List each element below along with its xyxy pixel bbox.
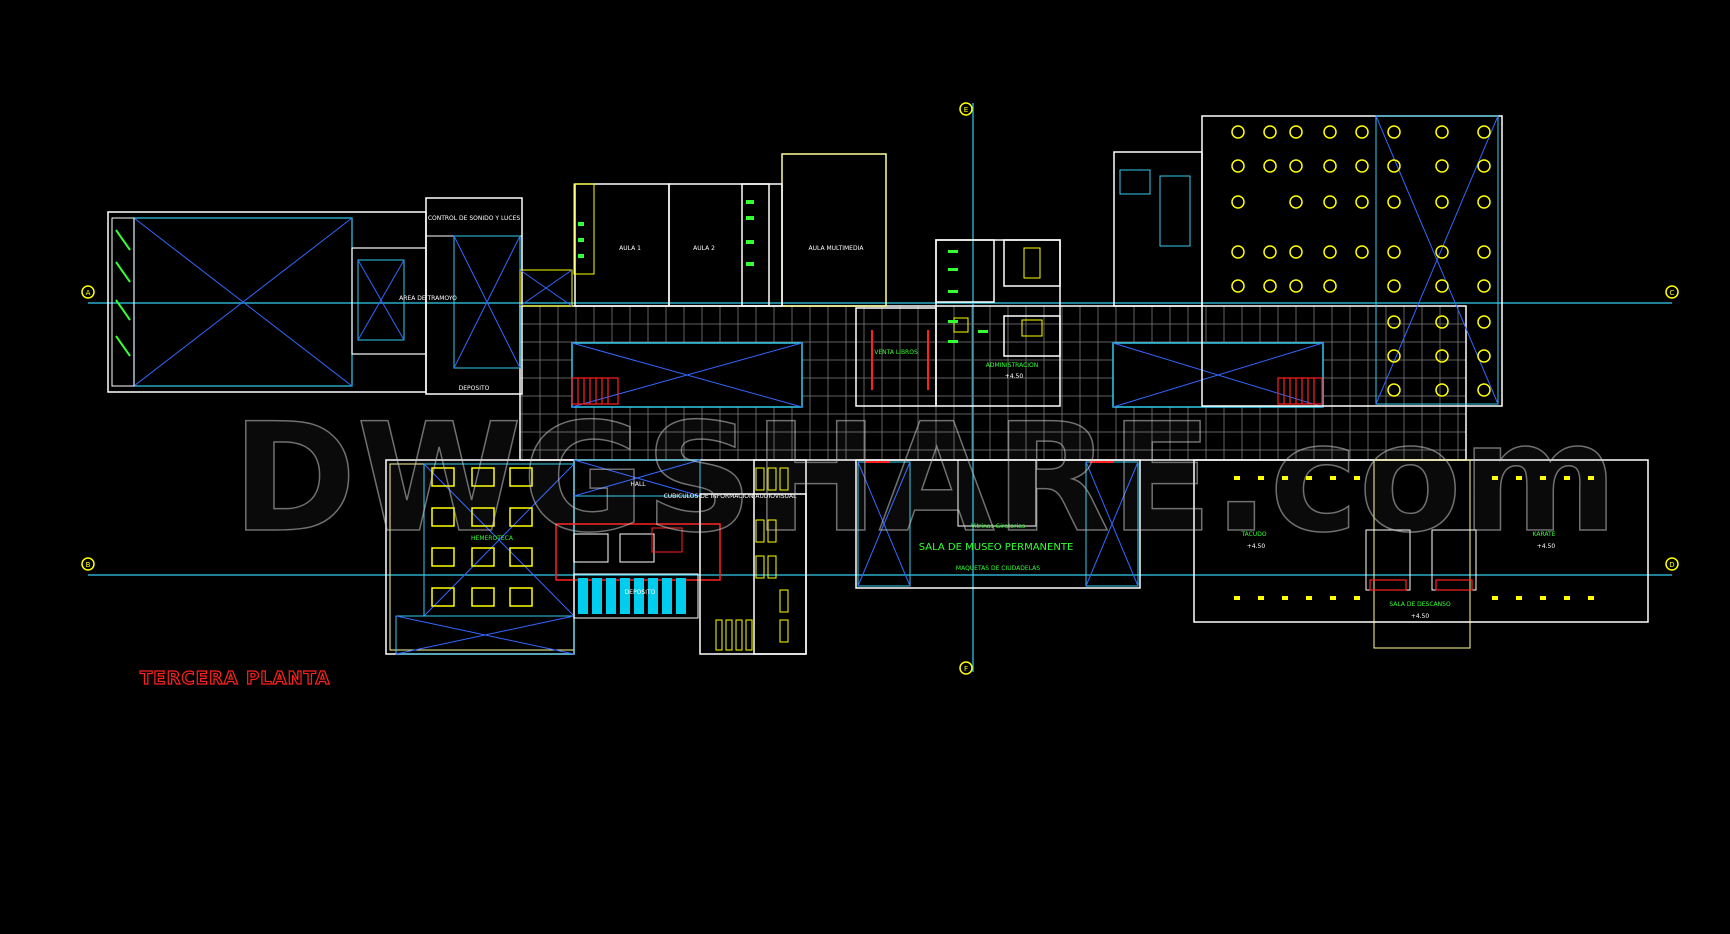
gym-equipment-icons	[1231, 125, 1491, 397]
svg-text:F: F	[964, 665, 968, 673]
axis-marker-top-icon: E	[959, 102, 973, 116]
svg-text:A: A	[86, 289, 91, 297]
room-label-karate: KARATE	[1533, 531, 1556, 538]
museum-block	[855, 459, 1141, 589]
level-descanso: +4.50	[1411, 613, 1430, 620]
svg-text:B: B	[86, 561, 91, 569]
level-tacudo: +4.50	[1247, 543, 1266, 550]
admin-furniture	[953, 247, 1043, 337]
admin-green-marks	[948, 250, 988, 343]
room-label-vitrinas: Vitrinas Giratorias	[971, 523, 1025, 530]
room-label-sala-museo: SALA DE MUSEO PERMANENTE	[919, 542, 1074, 553]
room-label-administracion: ADMINISTRACION	[986, 362, 1039, 369]
cubiculos-block	[699, 459, 807, 655]
classroom-details	[578, 200, 754, 266]
admin-block	[855, 239, 1061, 407]
admin-partitions	[871, 330, 929, 390]
room-label-control: CONTROL DE SONIDO Y LUCES	[428, 215, 521, 222]
level-karate: +4.50	[1537, 543, 1556, 550]
svg-text:C: C	[1670, 289, 1675, 297]
level-admin: +4.50	[1005, 373, 1024, 380]
axis-marker-left-bottom-icon: B	[81, 557, 95, 571]
svg-text:E: E	[964, 106, 968, 114]
room-label-tacudo: TACUDO	[1240, 531, 1266, 538]
axis-marker-right-top-icon: C	[1665, 285, 1679, 299]
room-label-aula2: AULA 2	[693, 245, 715, 252]
drawing-title: TERCERA PLANTA	[140, 668, 330, 689]
axis-marker-bottom-icon: F	[959, 661, 973, 675]
reading-tables	[431, 467, 533, 607]
room-label-area-tramoyo: AREA DE TRAMOYO	[399, 295, 457, 302]
hall-block	[555, 459, 721, 619]
classrooms-block	[573, 153, 887, 307]
hemeroteca-block	[385, 459, 575, 655]
svg-text:D: D	[1669, 561, 1674, 569]
rest-room-stairs	[1369, 579, 1473, 591]
watermark: DWGSHARE.com	[232, 392, 1618, 566]
gym-block	[1113, 115, 1503, 407]
axis-markers: A B C D E F	[81, 102, 1679, 675]
room-label-cubiculos: CUBICULOS DE INFORMACION AUDIOVISUAL	[664, 493, 797, 500]
cubicle-desks	[715, 467, 789, 651]
room-label-venta-libros: VENTA LIBROS	[874, 349, 918, 356]
room-label-maquetas: MAQUETAS DE CIUDADELAS	[956, 565, 1040, 572]
mat-markers	[1234, 476, 1594, 600]
room-label-deposito-center: DEPOSITO	[625, 589, 656, 596]
storage-shelves	[578, 578, 686, 614]
room-label-sala-descanso: SALA DE DESCANSO	[1389, 601, 1451, 608]
stairs	[571, 377, 1323, 405]
room-label-hemeroteca: HEMEROTECA	[471, 535, 514, 542]
room-label-aula1: AULA 1	[619, 245, 641, 252]
axis-marker-right-bottom-icon: D	[1665, 557, 1679, 571]
room-label-hall: HALL	[630, 481, 646, 488]
stage-block	[107, 197, 573, 395]
room-label-deposito-left: DEPOSITO	[459, 385, 490, 392]
martial-arts-block	[1193, 459, 1649, 649]
axis-marker-left-top-icon: A	[81, 285, 95, 299]
room-label-aula-multimedia: AULA MULTIMEDIA	[809, 245, 865, 252]
